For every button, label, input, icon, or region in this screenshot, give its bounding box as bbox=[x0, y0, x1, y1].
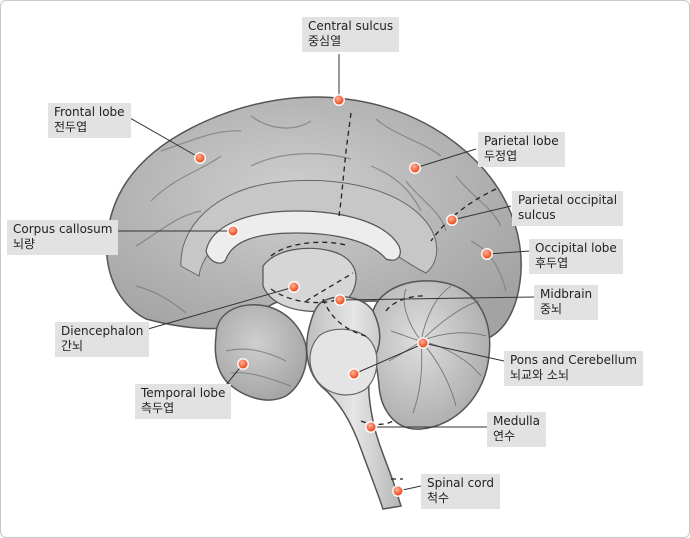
marker-spinal-cord bbox=[392, 485, 404, 497]
label-central-sulcus-en: Central sulcus bbox=[308, 19, 394, 33]
markers bbox=[194, 94, 493, 497]
label-diencephalon-ko: 간뇌 bbox=[61, 339, 84, 353]
label-spinal-cord-ko: 척수 bbox=[427, 491, 450, 505]
label-parietal-occipital-en2: sulcus bbox=[518, 208, 556, 222]
marker-central-sulcus bbox=[333, 94, 345, 106]
marker-frontal-lobe bbox=[194, 152, 206, 164]
label-corpus-callosum-en: Corpus callosum bbox=[13, 222, 113, 236]
marker-parietal-occipital-sulcus bbox=[446, 214, 458, 226]
label-parietal-lobe-en: Parietal lobe bbox=[484, 134, 559, 148]
label-medulla-ko: 연수 bbox=[493, 429, 516, 443]
label-spinal-cord-en: Spinal cord bbox=[427, 476, 494, 490]
marker-pons bbox=[348, 368, 360, 380]
marker-medulla bbox=[365, 421, 377, 433]
marker-corpus-callosum bbox=[227, 225, 239, 237]
pons-shape bbox=[309, 328, 378, 396]
temporal-lobe-shape bbox=[214, 304, 308, 401]
label-midbrain-ko: 중뇌 bbox=[540, 302, 563, 316]
marker-midbrain bbox=[334, 294, 346, 306]
label-frontal-lobe-ko: 전두엽 bbox=[54, 120, 88, 134]
marker-parietal-lobe bbox=[409, 162, 421, 174]
label-corpus-callosum-ko: 뇌량 bbox=[13, 237, 36, 251]
label-occipital-lobe-en: Occipital lobe bbox=[535, 241, 617, 255]
label-diencephalon-en: Diencephalon bbox=[61, 324, 144, 338]
label-parietal-lobe-ko: 두정엽 bbox=[484, 149, 518, 163]
marker-occipital-lobe bbox=[481, 248, 493, 260]
label-pons-cerebellum-en: Pons and Cerebellum bbox=[510, 353, 637, 367]
marker-cerebellum bbox=[417, 337, 429, 349]
label-pons-cerebellum-ko: 뇌교와 소뇌 bbox=[510, 368, 570, 382]
label-occipital-lobe-ko: 후두엽 bbox=[535, 256, 569, 270]
label-parietal-occipital-en: Parietal occipital bbox=[518, 193, 618, 207]
label-midbrain-en: Midbrain bbox=[540, 287, 593, 301]
cerebellum-shape bbox=[371, 280, 491, 430]
marker-temporal-lobe bbox=[237, 358, 249, 370]
label-central-sulcus-ko: 중심열 bbox=[308, 34, 342, 48]
label-temporal-lobe-en: Temporal lobe bbox=[141, 386, 226, 400]
leader-lines bbox=[109, 54, 535, 492]
label-temporal-lobe-ko: 측두엽 bbox=[141, 401, 175, 415]
marker-diencephalon bbox=[288, 281, 300, 293]
label-medulla-en: Medulla bbox=[493, 414, 540, 428]
label-frontal-lobe-en: Frontal lobe bbox=[54, 105, 125, 119]
diencephalon-shape bbox=[262, 247, 357, 312]
corpus-callosum-shape bbox=[205, 210, 401, 264]
